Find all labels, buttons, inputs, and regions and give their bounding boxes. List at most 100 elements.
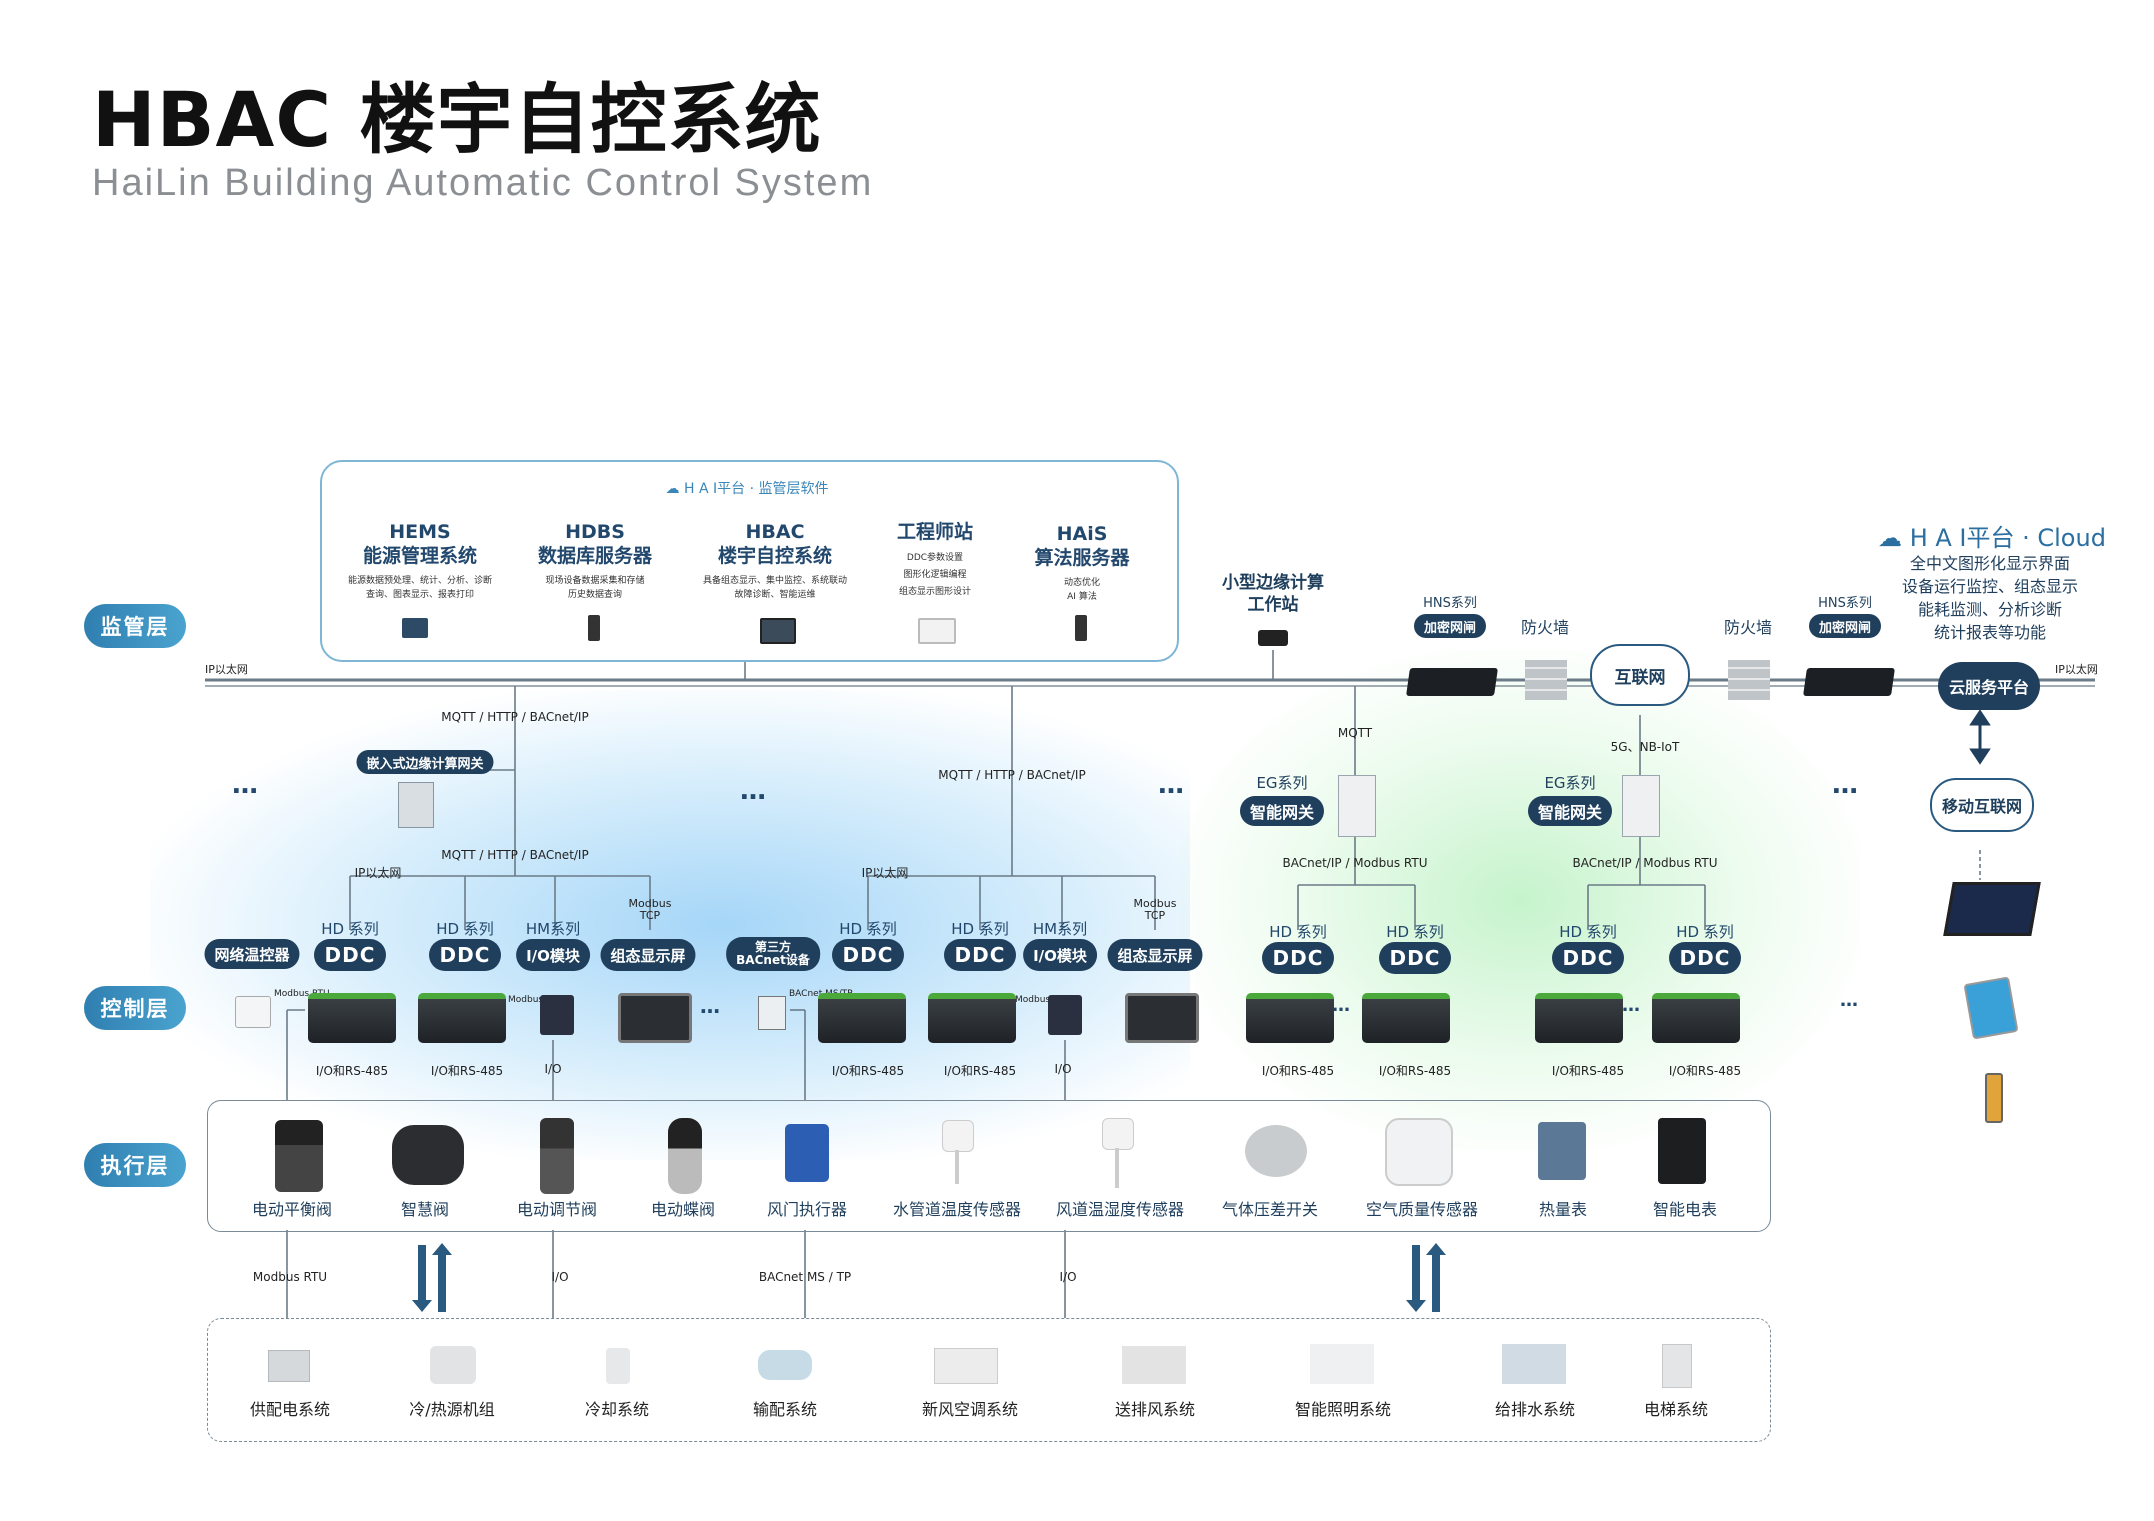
hns-series-label-left: HNS系列 [1423, 596, 1477, 611]
small-edge-station-line1: 小型边缘计算 [1222, 573, 1324, 593]
gateway-device-icon [398, 782, 434, 828]
hd-series-label: HD 系列 [839, 920, 897, 938]
modbus-rtu-label: Modbus RTU [508, 995, 564, 1005]
monitor-icon [760, 618, 796, 644]
cloud-feature-line: 全中文图形化显示界面 [1909, 554, 2071, 573]
embedded-gateway-label: 嵌入式边缘计算网关 [356, 750, 494, 774]
laptop-icon [1943, 882, 2041, 936]
mqtt-label: MQTT [1337, 726, 1373, 740]
eg-series-label: EG系列 [1544, 774, 1596, 792]
ellipsis: … [740, 776, 768, 806]
monitor-icon [402, 618, 428, 638]
hns-series-label-right: HNS系列 [1818, 596, 1872, 611]
io-module-pill: I/O模块 [516, 939, 590, 971]
subsystem-label: 供配电系统 [249, 1400, 331, 1419]
hm-series-label: HM系列 [1032, 920, 1088, 938]
system-hems[interactable]: HEMS 能源管理系统 能源数据预处理、统计、分析、诊断查询、图表显示、报表打印 [348, 520, 492, 602]
modbus-rtu-label: Modbus RTU [274, 989, 330, 999]
water-temp-sensor-icon [942, 1120, 974, 1152]
io-rs485-label: I/O和RS-485 [943, 1064, 1017, 1078]
system-code: HAiS [1056, 523, 1108, 545]
ddc-controller-icon [1652, 993, 1740, 1043]
cloud-feature-list: 全中文图形化显示界面 设备运行监控、组态显示 能耗监测、分析诊断 统计报表等功能 [1902, 552, 2078, 644]
system-name: 能源管理系统 [362, 545, 478, 567]
thermostat-device-icon [235, 996, 271, 1028]
bacnet-mstp-label: BACnet MS / TP [758, 1270, 852, 1284]
hd-series-label: HD 系列 [1269, 923, 1327, 941]
subsystem-label: 新风空调系统 [921, 1400, 1019, 1419]
control-zone-glow-green [1180, 650, 1860, 1150]
page-subtitle: HaiLin Building Automatic Control System [92, 162, 874, 204]
ip-ethernet-label: IP以太网 [861, 866, 909, 880]
io-rs485-label: I/O和RS-485 [1668, 1064, 1742, 1078]
io-rs485-label: I/O和RS-485 [1551, 1064, 1625, 1078]
mobile-internet-cloud: 移动互联网 [1930, 778, 2034, 832]
firewall-icon [1525, 660, 1567, 700]
exec-device-label: 空气质量传感器 [1365, 1200, 1479, 1219]
io-module-pill: I/O模块 [1023, 939, 1097, 971]
third-party-bacnet-pill: 第三方 BACnet设备 [726, 937, 820, 971]
system-engineer-station[interactable]: 工程师站 DDC参数设置图形化逻辑编程组态显示图形设计 [897, 520, 973, 601]
config-screen-pill: 组态显示屏 [1107, 939, 1203, 971]
exec-device-label: 风道温湿度传感器 [1055, 1200, 1185, 1219]
protocol-label: MQTT / HTTP / BACnet/IP [441, 848, 589, 862]
modbus-rtu-label: Modbus RTU [1015, 995, 1071, 1005]
ddc-controller-icon [308, 993, 396, 1043]
encrypt-gateway-device-icon [1406, 668, 1498, 696]
server-icon [1075, 615, 1087, 641]
cloud-server-platform: 云服务平台 [1938, 662, 2040, 710]
encrypt-gateway-right: 加密网闸 [1808, 614, 1882, 638]
air-quality-sensor-icon [1385, 1118, 1453, 1186]
small-edge-station-label: 小型边缘计算 工作站 [1222, 572, 1324, 616]
cooling-tower-icon [606, 1348, 630, 1384]
subsystem-label: 冷却系统 [584, 1400, 650, 1419]
bacnet-modbus-label: BACnet/IP / Modbus RTU [1572, 856, 1718, 870]
ip-ethernet-label-right: IP以太网 [2055, 663, 2098, 676]
cloud-header-text: H A I平台 · Cloud [1909, 524, 2106, 552]
ellipsis: … [700, 994, 722, 1018]
subsystem-label: 给排水系统 [1494, 1400, 1576, 1419]
smart-valve-icon [392, 1125, 464, 1185]
page-title: HBAC 楼宇自控系统 [92, 75, 822, 164]
layer-execution: 执行层 [84, 1143, 186, 1187]
butterfly-valve-icon [668, 1118, 702, 1194]
encrypt-gateway-left: 加密网闸 [1413, 614, 1487, 638]
small-edge-station-line2: 工作站 [1247, 595, 1299, 615]
ip-ethernet-label: IP以太网 [354, 866, 402, 880]
system-name: 工程师站 [896, 521, 974, 543]
power-supply-icon [268, 1350, 310, 1382]
io-label: I/O [544, 1062, 562, 1076]
ddc-pill: DDC [1262, 942, 1334, 974]
system-code: HEMS [389, 521, 451, 543]
third-party-line2: BACnet设备 [736, 953, 810, 967]
system-hbac[interactable]: HBAC 楼宇自控系统 具备组态显示、集中监控、系统联动故障诊断、智能运维 [703, 520, 847, 602]
system-name: 数据库服务器 [537, 545, 653, 567]
internet-cloud: 互联网 [1590, 644, 1690, 706]
ellipsis: … [1832, 770, 1860, 800]
third-party-line1: 第三方 [754, 940, 792, 954]
system-name: 算法服务器 [1034, 547, 1130, 569]
third-party-device-icon [758, 996, 786, 1030]
firewall-icon [1728, 660, 1770, 700]
hd-series-label: HD 系列 [1559, 923, 1617, 941]
duct-sensor-icon [1102, 1118, 1134, 1150]
modbus-rtu-label: Modbus RTU [252, 1270, 328, 1284]
sensor-probe-icon [1115, 1148, 1119, 1188]
system-hdbs[interactable]: HDBS 数据库服务器 现场设备数据采集和存储历史数据查询 [538, 520, 652, 602]
system-name: 楼宇自控系统 [717, 545, 833, 567]
firewall-label-right: 防火墙 [1723, 618, 1773, 637]
protocol-label: MQTT / HTTP / BACnet/IP [441, 710, 589, 724]
eg-series-label: EG系列 [1256, 774, 1308, 792]
exec-device-label: 水管道温度传感器 [892, 1200, 1022, 1219]
ventilation-icon [1122, 1346, 1186, 1384]
ddc-controller-icon [1535, 993, 1623, 1043]
hd-series-label: HD 系列 [1676, 923, 1734, 941]
io-rs485-label: I/O和RS-485 [831, 1064, 905, 1078]
hm-series-label: HM系列 [525, 920, 581, 938]
io-rs485-label: I/O和RS-485 [315, 1064, 389, 1078]
pressure-switch-icon [1245, 1125, 1307, 1177]
encrypt-gateway-device-icon [1803, 668, 1895, 696]
smart-gateway-pill: 智能网关 [1527, 796, 1613, 826]
